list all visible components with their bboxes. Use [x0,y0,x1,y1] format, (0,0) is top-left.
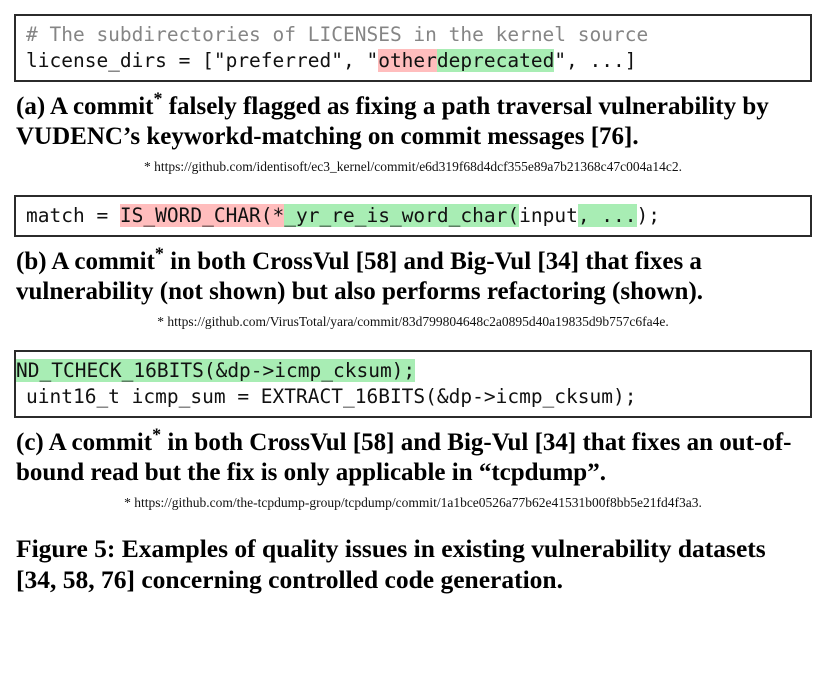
code-segment-plain: match = [26,204,120,227]
subcaption-c-part2: in both CrossVul [58] and Big-Vul [34] t… [16,429,792,486]
spacer-box-caption-b [14,237,812,247]
code-segment-plain-tail: ); [636,204,660,227]
subcaption-c: (c) A commit* in both CrossVul [58] and … [14,424,812,488]
code-line-c-2: uint16_t icmp_sum = EXTRACT_16BITS(&dp->… [16,384,810,410]
code-line-c-1: ND_TCHECK_16BITS(&dp->icmp_cksum); [16,358,810,384]
spacer-footnote-box-c [14,330,812,350]
subcaption-c-part1: (c) A commit [16,429,153,456]
code-segment-plain: uint16_t icmp_sum = EXTRACT_16BITS(&dp->… [26,385,637,408]
footnote-b: * https://github.com/VirusTotal/yara/com… [157,314,669,329]
code-segment-added: deprecated [436,49,555,72]
code-comment: # The subdirectories of LICENSES in the … [26,23,649,46]
subcaption-b: (b) A commit* in both CrossVul [58] and … [14,243,812,307]
code-segment-added: ND_TCHECK_16BITS(&dp->icmp_cksum); [16,359,416,382]
spacer-footnote-box-b [14,175,812,195]
code-box-b: match = IS_WORD_CHAR(*_yr_re_is_word_cha… [14,195,812,237]
subcaption-b-part2: in both CrossVul [58] and Big-Vul [34] t… [16,248,704,305]
footnote-a: * https://github.com/identisoft/ec3_kern… [143,159,682,174]
footnote-c: * https://github.com/the-tcpdump-group/t… [124,495,702,510]
code-line-a-1: # The subdirectories of LICENSES in the … [16,22,810,48]
code-segment-plain-mid: input [519,204,578,227]
spacer-caption-footnote-a [14,152,812,159]
code-line-b-1: match = IS_WORD_CHAR(*_yr_re_is_word_cha… [16,203,810,229]
top-spacer [14,0,812,14]
footnote-marker-a: * [153,88,163,109]
code-segment-removed: other [378,49,437,72]
spacer-box-caption-a [14,82,812,92]
subcaption-a-part1: (a) A commit [16,93,154,120]
code-box-a: # The subdirectories of LICENSES in the … [14,14,812,82]
spacer-footnote-figcaption [14,511,812,533]
spacer-caption-footnote-b [14,307,812,314]
code-segment-added: _yr_re_is_word_char( [284,204,520,227]
code-line-a-2: license_dirs = ["preferred", "otherdepre… [16,48,810,74]
figure-caption: Figure 5: Examples of quality issues in … [16,534,766,594]
footnote-marker-b: * [154,243,164,264]
subcaption-a-part2: falsely flagged as fixing a path travers… [16,93,769,150]
code-segment-plain-tail: ", ...] [554,49,637,72]
subcaption-a: (a) A commit* falsely flagged as fixing … [14,88,812,152]
code-box-c: ND_TCHECK_16BITS(&dp->icmp_cksum); uint1… [14,350,812,418]
code-segment-added-2: , ... [577,204,637,227]
code-segment-plain: license_dirs = ["preferred", " [26,49,379,72]
spacer-caption-footnote-c [14,488,812,495]
spacer-box-caption-c [14,418,812,428]
footnote-marker-c: * [152,424,162,445]
subcaption-b-part1: (b) A commit [16,248,155,275]
code-segment-removed: IS_WORD_CHAR(* [119,204,285,227]
